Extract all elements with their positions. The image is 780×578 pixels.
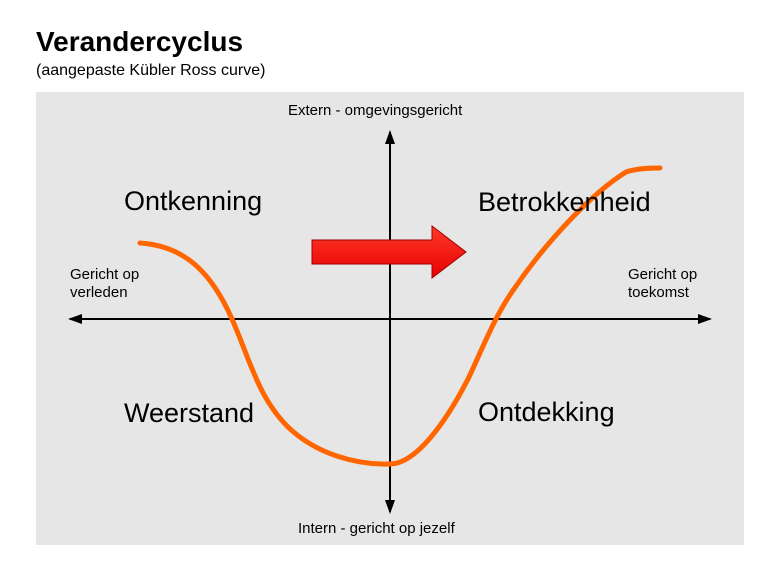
quadrant-label-betrokkenheid: Betrokkenheid (478, 187, 651, 217)
cycle-diagram (68, 130, 712, 514)
axis-label-left-line1: Gericht op (70, 266, 140, 283)
axis-label-left: Gericht op verleden (70, 266, 139, 302)
diagram-title: Verandercyclus (36, 26, 244, 57)
quadrant-label-weerstand: Weerstand (124, 398, 255, 428)
change-curve (137, 165, 663, 467)
quadrant-label-ontkenning: Ontkenning (124, 186, 263, 216)
diagram-subtitle: (aangepaste Kübler Ross curve) (36, 62, 266, 79)
axis-label-right-line1: Gericht op (628, 266, 698, 283)
axis-label-right-line2: toekomst (628, 284, 689, 301)
axis-label-bottom: Intern - gericht op jezelf (298, 520, 455, 537)
axis-label-right: Gericht op toekomst (628, 266, 697, 302)
axis-label-top: Extern - omgevingsgericht (288, 102, 463, 119)
direction-arrow (311, 224, 467, 280)
axis-label-left-line2: verleden (70, 284, 128, 301)
quadrant-label-ontdekking: Ontdekking (478, 397, 615, 427)
diagram-panel: Extern - omgevingsgericht Intern - geric… (36, 92, 744, 545)
